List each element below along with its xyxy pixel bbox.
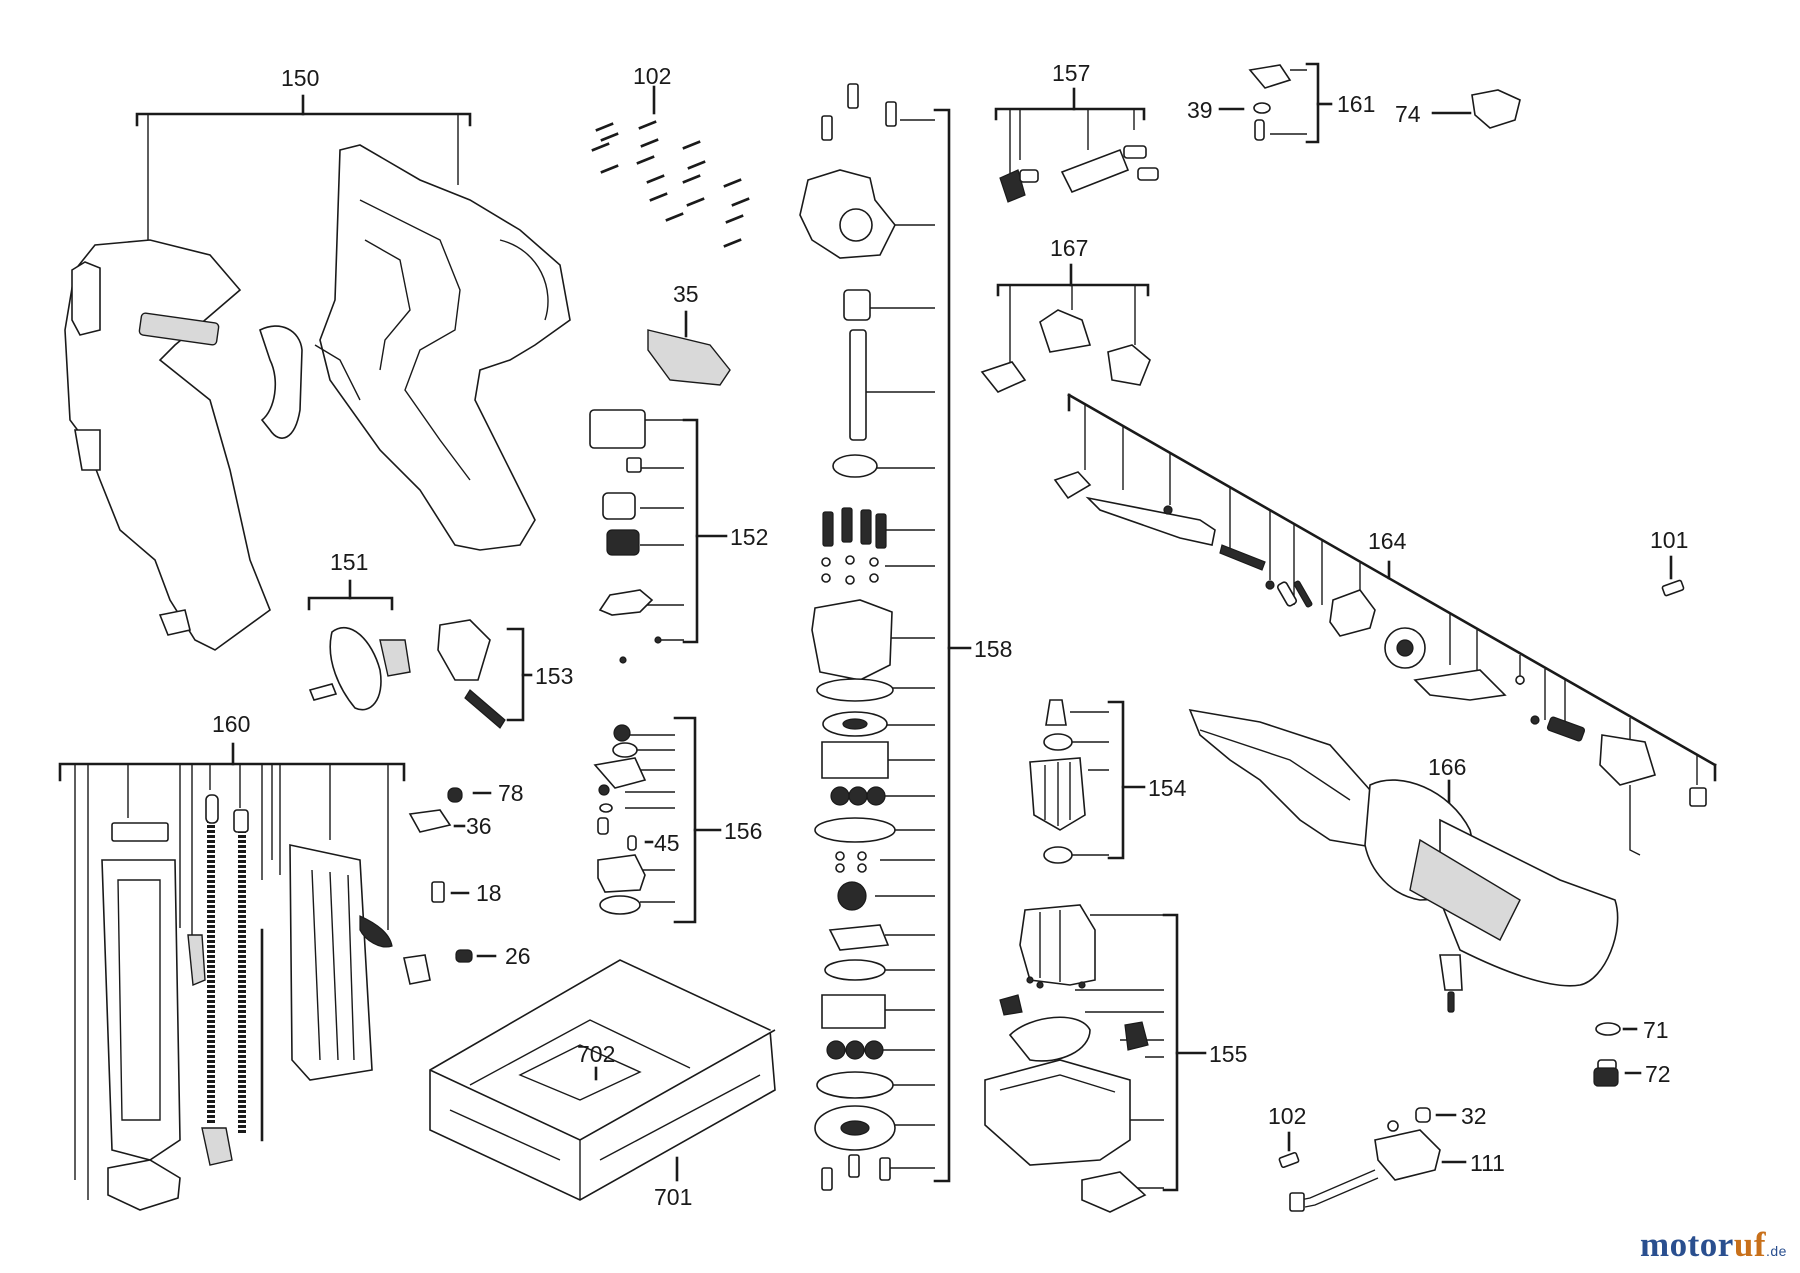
nail-magazine-icon	[101, 822, 373, 1211]
label-102-top: 102	[633, 63, 671, 89]
part-72: 72	[1593, 1059, 1671, 1087]
label-18: 18	[476, 880, 502, 906]
label-36: 36	[466, 813, 492, 839]
label-155: 155	[1209, 1041, 1247, 1067]
group-111: 102 32 111	[1268, 1103, 1505, 1212]
group-152: 152	[589, 409, 768, 664]
screw-icon	[821, 83, 897, 141]
group-155: 155	[984, 904, 1247, 1213]
spring-array	[822, 507, 887, 549]
part-101: 101	[1650, 527, 1688, 597]
group-156: 156 45	[593, 716, 762, 924]
group-167: 167	[980, 235, 1151, 393]
label-157: 157	[1052, 60, 1090, 86]
group-158: 158	[799, 83, 1012, 1191]
label-167: 167	[1050, 235, 1088, 261]
group-157: 157	[994, 60, 1159, 203]
label-102-bottom: 102	[1268, 1103, 1306, 1129]
label-161: 161	[1337, 91, 1375, 117]
group-160: 160	[58, 711, 406, 1211]
group-154: 154	[1029, 699, 1187, 864]
hardware-78: 78	[447, 780, 524, 806]
hardware-26: 26	[403, 943, 531, 985]
label-166: 166	[1428, 754, 1466, 780]
label-74: 74	[1395, 101, 1421, 127]
carry-case-icon: 702 701	[429, 959, 776, 1210]
label-701: 701	[654, 1184, 692, 1210]
tool-housing-icon	[64, 144, 571, 651]
group-151: 151	[307, 549, 411, 711]
part-74: 74	[1395, 89, 1521, 129]
watermark-text: motoruf	[1640, 1225, 1766, 1264]
label-72: 72	[1645, 1061, 1671, 1087]
label-101: 101	[1650, 527, 1688, 553]
label-111: 111	[1470, 1150, 1505, 1176]
label-32: 32	[1461, 1103, 1487, 1129]
label-26: 26	[505, 943, 531, 969]
watermark-logo: motoruf.de	[1640, 1225, 1787, 1265]
group-153: 153	[437, 619, 573, 729]
label-150: 150	[281, 65, 319, 91]
part-71: 71	[1595, 1017, 1669, 1043]
label-151: 151	[330, 549, 368, 575]
label-158: 158	[974, 636, 1012, 662]
label-160: 160	[212, 711, 250, 737]
spring-pair	[201, 794, 264, 1166]
group-166: 166	[1188, 708, 1619, 1013]
watermark-suffix: .de	[1765, 1243, 1787, 1259]
label-702: 702	[577, 1041, 615, 1067]
label-164: 164	[1368, 528, 1407, 554]
label-35: 35	[673, 281, 699, 307]
label-71: 71	[1643, 1017, 1669, 1043]
label-152: 152	[730, 524, 768, 550]
motor-icon	[1029, 699, 1086, 864]
label-78: 78	[498, 780, 524, 806]
group-161: 39 161	[1187, 62, 1375, 144]
label-45: 45	[654, 830, 680, 856]
gear-icon	[826, 1040, 884, 1060]
label-39: 39	[1187, 97, 1213, 123]
hardware-18: 18	[431, 880, 502, 906]
group-164: 164	[1053, 393, 1717, 856]
hardware-36: 36	[408, 809, 492, 839]
housing-assembly: 150	[64, 65, 571, 651]
screw-icon	[591, 120, 750, 248]
label-154: 154	[1148, 775, 1187, 801]
gear-icon	[830, 786, 886, 806]
label-153: 153	[535, 663, 573, 689]
label-plate-35: 35	[647, 281, 731, 386]
screw-set-102: 102	[591, 63, 750, 248]
label-156: 156	[724, 818, 762, 844]
